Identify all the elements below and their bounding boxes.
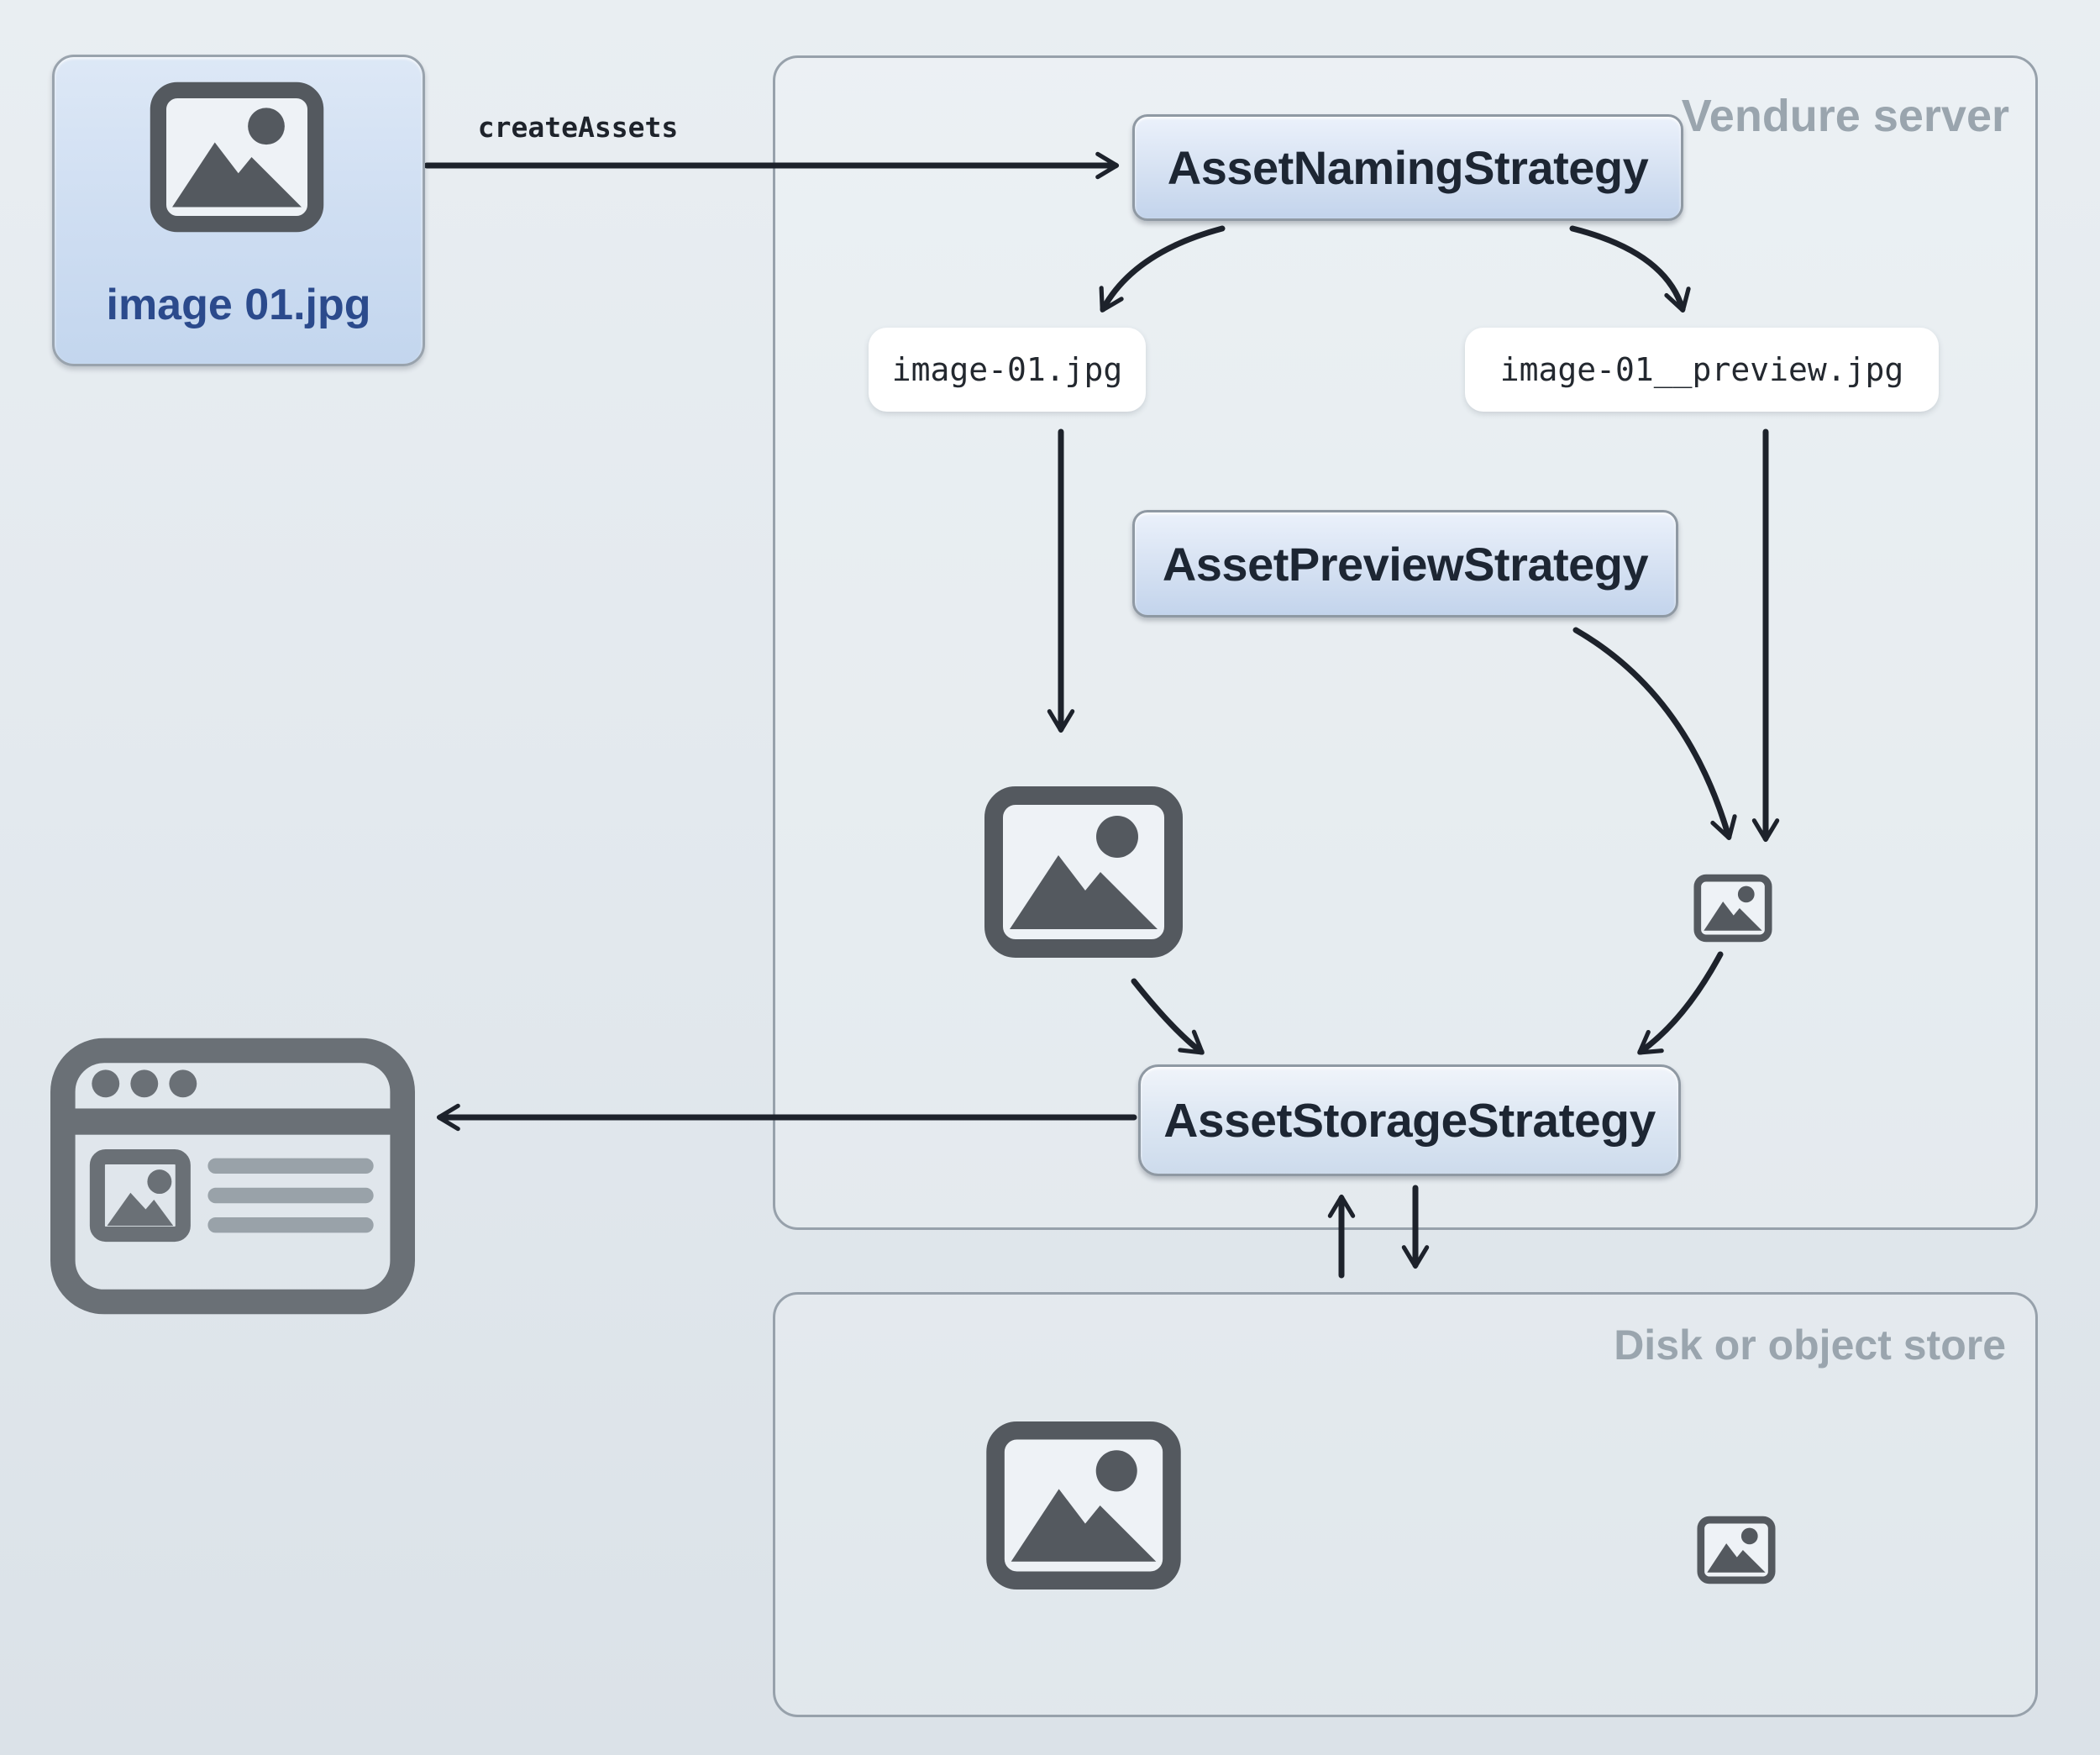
vendure-server-container bbox=[773, 55, 2038, 1230]
arrow-naming-to-preview-name bbox=[1569, 225, 1691, 313]
preview-filename-chip: image-01__preview.jpg bbox=[1465, 328, 1939, 412]
create-assets-label: createAssets bbox=[477, 111, 679, 144]
storefront-browser-icon bbox=[50, 1038, 415, 1315]
source-file-card: image 01.jpg bbox=[52, 55, 425, 366]
disk-original-image-icon bbox=[983, 1420, 1184, 1591]
asset-naming-strategy-box: AssetNamingStrategy bbox=[1132, 114, 1683, 221]
vendure-server-title: Vendure server bbox=[1681, 91, 2009, 141]
arrow-preview-strategy-to-thumb bbox=[1572, 627, 1737, 841]
asset-storage-strategy-box: AssetStorageStrategy bbox=[1138, 1064, 1681, 1176]
arrow-thumb-to-storage bbox=[1637, 951, 1724, 1055]
server-original-image-icon bbox=[983, 783, 1184, 961]
source-file-name: image 01.jpg bbox=[106, 281, 371, 329]
source-filename-chip: image-01.jpg bbox=[869, 328, 1146, 412]
disk-store-container bbox=[773, 1292, 2038, 1717]
asset-preview-strategy-box: AssetPreviewStrategy bbox=[1132, 510, 1678, 617]
arrow-naming-to-source-name bbox=[1099, 225, 1226, 313]
server-preview-image-icon bbox=[1690, 874, 1776, 943]
arrow-image-to-storage bbox=[1131, 978, 1205, 1055]
source-image-icon bbox=[147, 81, 327, 234]
disk-preview-image-icon bbox=[1693, 1516, 1779, 1584]
disk-store-title: Disk or object store bbox=[1614, 1322, 2006, 1369]
